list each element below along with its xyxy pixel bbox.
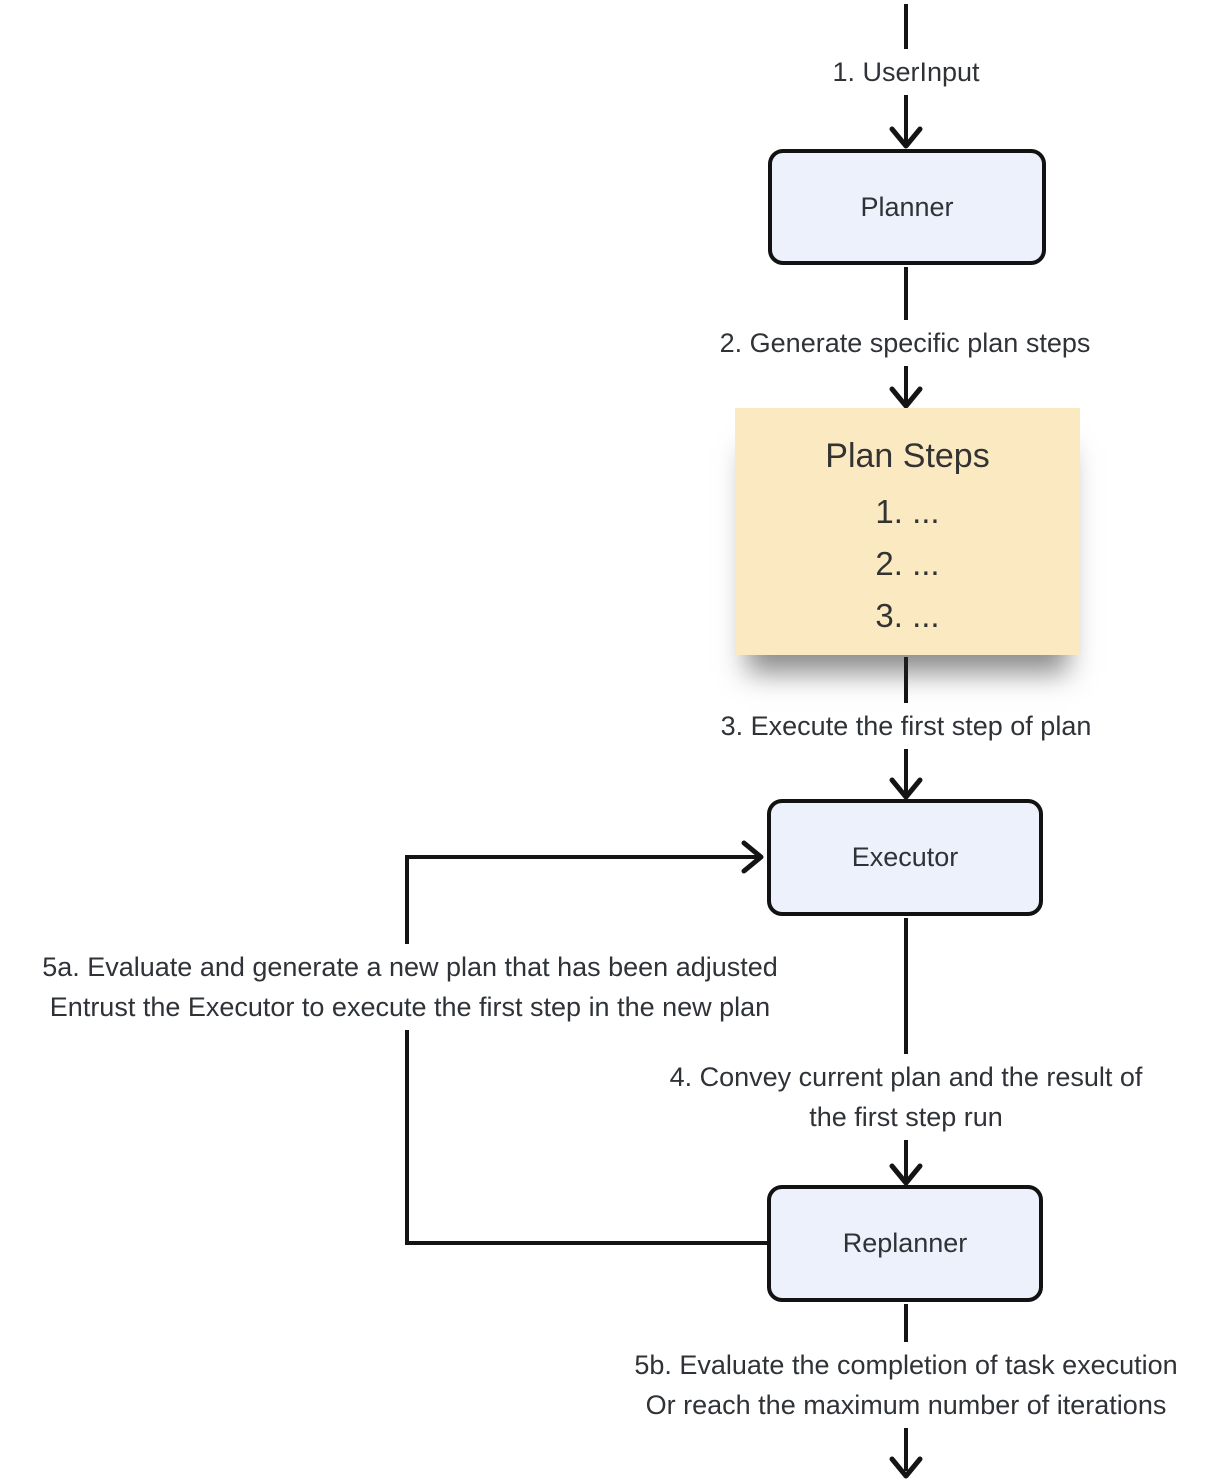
- replanner-node: Replanner: [767, 1185, 1043, 1302]
- edge-user-input-arrowhead: [889, 126, 923, 149]
- edge-replan-loop-arrowhead: [741, 840, 764, 874]
- executor-node-label: Executor: [851, 842, 959, 872]
- edge-convey-result-arrowhead: [889, 1163, 923, 1186]
- edge-label-execute-first-text: 3. Execute the first step of plan: [720, 711, 1092, 741]
- executor-node: Executor: [767, 799, 1043, 916]
- plan-steps-items: 1. ... 2. ... 3. ...: [735, 486, 1080, 642]
- edge-label-generate-plan-text: 2. Generate specific plan steps: [719, 328, 1091, 358]
- planner-node: Planner: [768, 149, 1046, 265]
- edge-finish-arrowhead: [889, 1456, 923, 1479]
- edge-label-convey-result: 4. Convey current plan and the result of…: [661, 1054, 1151, 1140]
- edge-label-finish-line1: 5b. Evaluate the completion of task exec…: [634, 1350, 1178, 1380]
- edge-generate-plan-arrowhead: [889, 386, 923, 409]
- edge-label-replan-loop: 5a. Evaluate and generate a new plan tha…: [34, 944, 786, 1030]
- edge-label-generate-plan: 2. Generate specific plan steps: [711, 320, 1099, 366]
- edge-label-finish-line2: Or reach the maximum number of iteration…: [645, 1390, 1167, 1420]
- edge-label-convey-result-line1: 4. Convey current plan and the result of: [669, 1062, 1143, 1092]
- edge-label-replan-loop-line2: Entrust the Executor to execute the firs…: [49, 992, 771, 1022]
- edge-label-user-input-text: 1. UserInput: [832, 57, 980, 87]
- edge-label-finish: 5b. Evaluate the completion of task exec…: [626, 1342, 1186, 1428]
- edge-replan-loop-line: [405, 855, 767, 1245]
- replanner-node-label: Replanner: [842, 1228, 968, 1258]
- edge-label-replan-loop-line1: 5a. Evaluate and generate a new plan tha…: [42, 952, 778, 982]
- edge-label-user-input: 1. UserInput: [824, 49, 988, 95]
- plan-step-item: 3. ...: [875, 597, 940, 634]
- edge-execute-first-arrowhead: [889, 777, 923, 800]
- plan-step-item: 2. ...: [875, 545, 940, 582]
- edge-label-execute-first: 3. Execute the first step of plan: [712, 703, 1100, 749]
- plan-steps-title: Plan Steps: [825, 437, 990, 475]
- planner-node-label: Planner: [860, 191, 954, 222]
- plan-step-item: 1. ...: [875, 493, 940, 530]
- plan-steps-note: Plan Steps 1. ... 2. ... 3. ...: [735, 408, 1080, 655]
- edge-label-convey-result-line2: the first step run: [809, 1102, 1003, 1132]
